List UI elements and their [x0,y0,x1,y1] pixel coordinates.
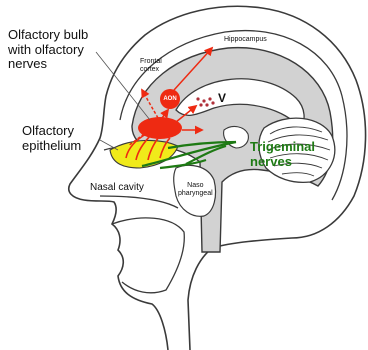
tongue [112,218,184,293]
trigeminal-nerves-label: Trigeminal nerves [250,140,315,169]
frontal-cortex-label: Frontal cortex [140,58,162,74]
nasopharyngeal-label: Naso pharyngeal [178,182,213,198]
olfactory-bulb [138,117,182,139]
olfactory-epithelium-label: Olfactory epithelium [22,124,81,153]
olfactory-bulb-label: Olfactory bulb with olfactory nerves [8,28,88,72]
ventricle-label: V [218,92,226,105]
olfactory-epithelium [110,140,178,168]
nasal-cavity-label: Nasal cavity [90,182,144,193]
aon-label: AON [161,96,179,103]
hippocampus-label: Hippocampus [224,36,267,44]
